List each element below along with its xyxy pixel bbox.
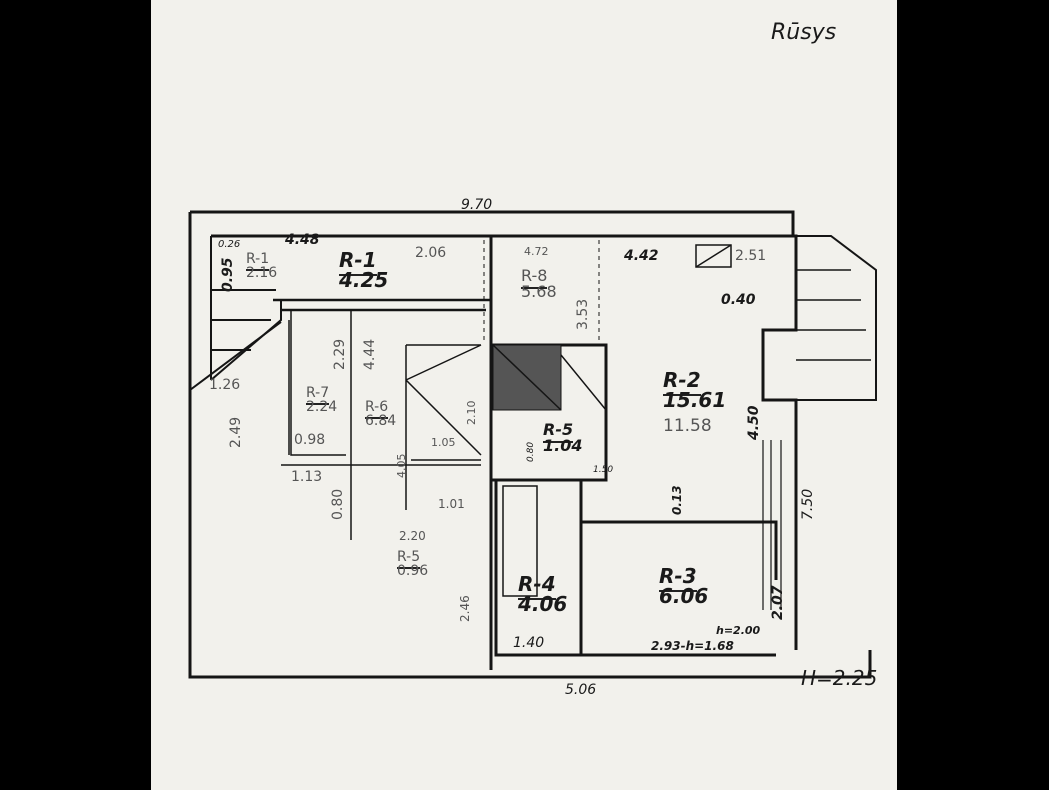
dim: 0.26: [218, 239, 241, 250]
dim-height-right: 7.50: [800, 488, 816, 520]
room-label: R-1: [246, 251, 270, 271]
sheet-title: Rūsys: [771, 20, 837, 45]
room-area: 6.84: [365, 413, 397, 429]
dim: 1.50: [593, 465, 614, 475]
room-note: 4.72: [524, 245, 549, 258]
dim: h=2.00: [716, 624, 761, 637]
room-area: 6.06: [659, 584, 709, 608]
dim: 0.40: [721, 292, 756, 308]
dim: 2.29: [332, 338, 348, 370]
dim-width-top: 9.70: [461, 197, 493, 213]
room-label: R-4: [518, 572, 556, 600]
room-area: 15.61: [663, 388, 727, 412]
dim: 2.49: [228, 416, 244, 448]
dim: 0.13: [670, 485, 684, 515]
ceiling-height: H=2.25: [801, 666, 878, 690]
dim: 0.80: [330, 488, 346, 520]
room-note: 4.48: [285, 232, 320, 248]
room-label: R-8: [521, 266, 548, 289]
dim: 3.53: [575, 298, 591, 330]
dim: 1.40: [513, 635, 545, 651]
dim: 2.20: [399, 529, 426, 543]
dim: 1.05: [431, 436, 456, 449]
room-label: R-5: [543, 420, 574, 443]
dim: 0.80: [526, 441, 536, 462]
room-area: 2.16: [246, 265, 278, 281]
room-label: R-3: [659, 564, 697, 592]
dim: 2.07: [770, 585, 786, 620]
room-area: 5.68: [521, 282, 557, 301]
dim: 1.26: [209, 377, 241, 393]
room-area: 4.25: [339, 268, 389, 292]
dim: 4.50: [746, 405, 762, 440]
dim: 4.42: [624, 248, 659, 264]
dim: 2.51: [735, 248, 767, 264]
room-label: R-5: [397, 549, 421, 569]
dim-width-bottom: 5.06: [565, 682, 597, 698]
dim: 2.46: [458, 595, 472, 622]
dim: 2.93-h=1.68: [651, 639, 734, 653]
floor-plan-drawing: [188, 210, 877, 679]
dim: 4.05: [395, 453, 408, 479]
dim: 4.44: [362, 338, 378, 370]
room-area: 0.96: [397, 563, 429, 579]
dim: 2.06: [415, 245, 447, 261]
dim: 0.95: [220, 257, 236, 292]
room-label: R-7: [306, 385, 330, 405]
room-area: 2.24: [306, 399, 338, 415]
room-label: R-2: [663, 368, 701, 396]
room-area: 4.06: [518, 592, 568, 616]
room-label: R-6: [365, 399, 389, 419]
room-alt-area: 0.98: [294, 432, 326, 448]
dim: 2.10: [465, 400, 478, 426]
room-alt-area: 11.58: [663, 416, 712, 436]
dim: 1.01: [438, 497, 465, 511]
room-area: 1.04: [543, 436, 583, 455]
room-label: R-1: [339, 248, 377, 276]
dim: 1.13: [291, 469, 323, 485]
